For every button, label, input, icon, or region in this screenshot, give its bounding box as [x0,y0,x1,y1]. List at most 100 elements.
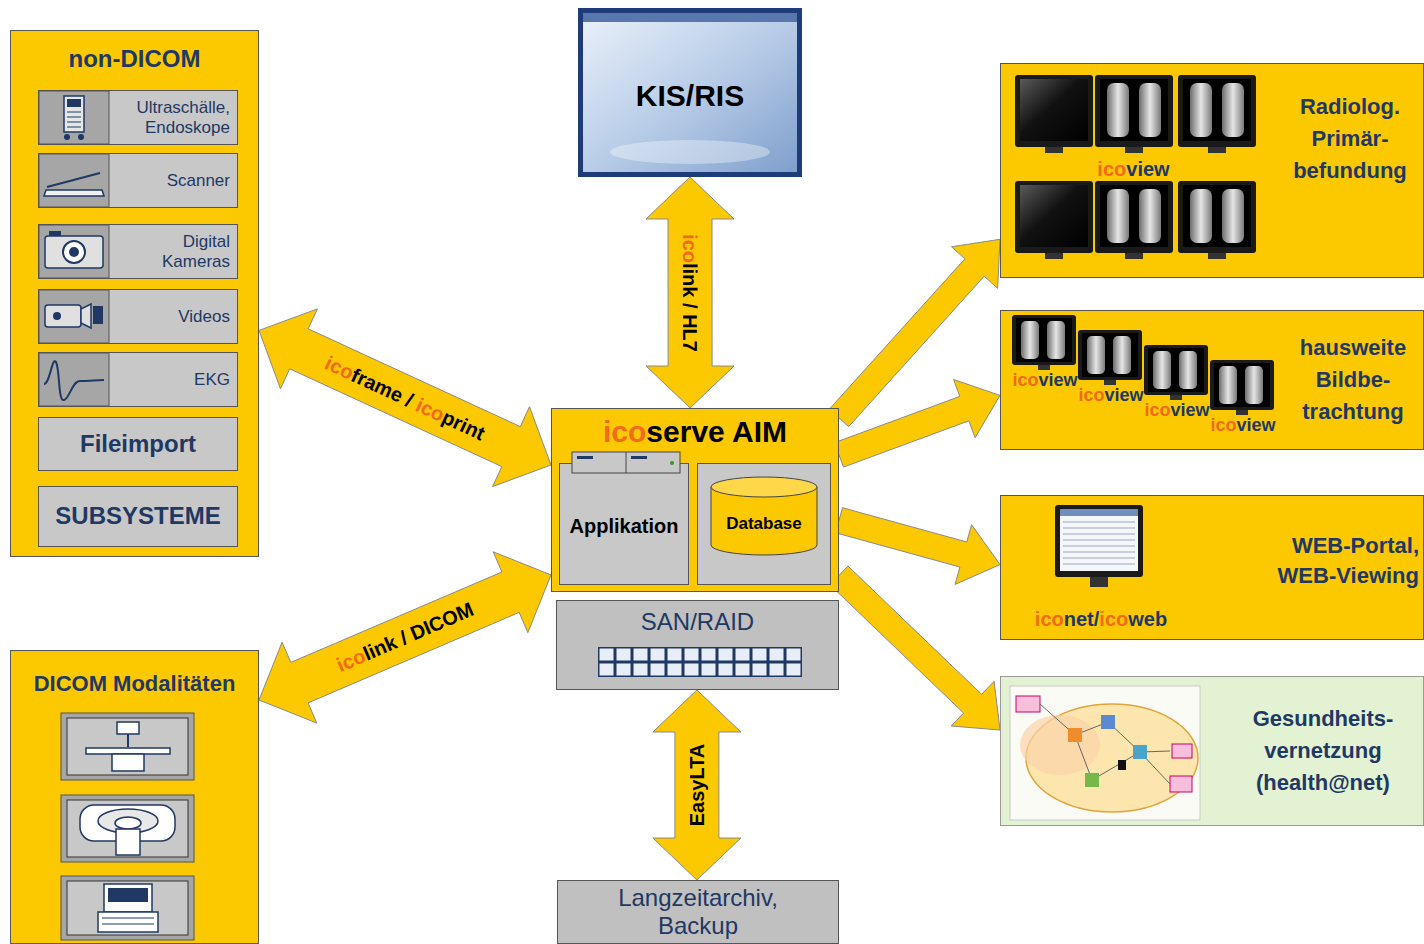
node-label: KIS/RIS [579,78,801,114]
viewer-panel: icoviewicoviewicoviewicoviewhausweite Bi… [1000,310,1424,450]
text-slot: iconet/icoweb [1016,607,1186,631]
text-part: Radiolog. Primär- befundung [1293,94,1407,183]
source-box: Fileimport [38,417,238,471]
text-part: Applikation [570,515,679,537]
node-label: icoview [1012,370,1078,392]
text-part: frame / [348,363,422,413]
node-label: hausweite Bildbe- trachtung [1283,332,1423,428]
text-part: Database [726,514,802,533]
text-part: view [1170,400,1209,420]
connector-label: icolink / HL7 [680,234,700,352]
node-label: icoview [1091,157,1176,181]
source-box: EKG [38,352,238,407]
text-part: non-DICOM [69,45,201,72]
text-part: SAN/RAID [641,608,754,635]
node-label: non-DICOM [11,45,258,74]
text-slot: DICOM Modalitäten [11,669,258,699]
text-part: web [1128,608,1167,630]
text-part: link / HL7 [679,262,701,351]
text-slot: KIS/RIS [579,71,801,121]
text-slot: WEB-Portal, WEB-Viewing [1239,516,1419,606]
node-label: Database [698,514,830,534]
node-label: Fileimport [39,430,237,459]
text-slot: Gesundheits- vernetzung (health@net) [1225,677,1421,825]
source-box: Videos [38,289,238,344]
database-box: Database [697,463,831,585]
text-part: Langzeitarchiv, Backup [618,884,778,939]
text-slot: icoview [1078,385,1144,407]
text-part: Digital Kameras [162,232,230,271]
text-slot: Database [698,510,830,538]
text-slot: Videos [120,290,230,343]
storage-box: SAN/RAID [556,600,839,690]
double-arrow [646,177,734,408]
arrow [836,508,1001,585]
viewer-panel: icoview Radiolog. Primär- befundung [1000,63,1424,278]
text-part: view [1038,370,1077,390]
text-part: WEB-Portal, WEB-Viewing [1278,533,1419,588]
node-label: Applikation [560,514,688,538]
network-panel: Gesundheits- vernetzung (health@net) [1000,676,1424,826]
archive-box: Langzeitarchiv, Backup [557,880,839,944]
source-box: Ultraschälle, Endoskope [38,90,238,145]
text-slot: SUBSYSTEME [39,487,237,546]
text-part: view [1104,385,1143,405]
text-slot: hausweite Bildbe- trachtung [1283,311,1423,449]
text-slot: icoview [1012,370,1078,392]
text-part: EasyLTA [686,744,708,827]
text-part: print [439,405,489,444]
node-label: Scanner [120,171,230,191]
text-slot: Langzeitarchiv, Backup [598,882,798,942]
text-slot: icoserve AIM [552,412,838,452]
text-slot: EKG [120,353,230,406]
text-part: KIS/RIS [636,79,744,112]
node-label: SUBSYSTEME [39,502,237,531]
double-arrow [653,690,741,880]
server-box: icoserve AIM Applikation Database [551,408,839,592]
text-part: view [1126,158,1169,180]
node-label: WEB-Portal, WEB-Viewing [1239,531,1419,591]
node-label: Radiolog. Primär- befundung [1278,91,1422,187]
text-part: ico [603,415,646,448]
text-slot: Digital Kameras [120,225,230,278]
text-part: Ultraschälle, Endoskope [136,98,230,137]
text-part: ico [1078,385,1104,405]
text-part: DICOM Modalitäten [34,671,236,696]
text-part: hausweite Bildbe- trachtung [1300,335,1406,424]
connector-label: icolink / DICOM [334,599,477,675]
text-slot: SAN/RAID [557,606,838,638]
node-label: icoserve AIM [552,414,838,450]
group-panel: DICOM Modalitäten [10,650,259,944]
text-slot: icoview [1210,415,1276,437]
text-part: ico [1144,400,1170,420]
arrow [830,566,1000,730]
system-box: KIS/RIS [578,8,802,177]
text-part: ico [1097,158,1126,180]
double-arrow [259,552,551,723]
arrow [835,380,1001,468]
text-part: link / DICOM [360,598,477,665]
text-part: ico [1012,370,1038,390]
text-slot: icoview [1091,157,1176,181]
node-label: icoview [1144,400,1210,422]
node-label: EKG [120,370,230,390]
source-box: Scanner [38,153,238,208]
text-part: net/ [1064,608,1100,630]
text-part: Fileimport [80,430,196,457]
node-label: Ultraschälle, Endoskope [120,98,230,137]
text-part: EKG [194,370,230,389]
text-part: serve AIM [646,415,787,448]
text-slot: icoview [1144,400,1210,422]
text-slot: Radiolog. Primär- befundung [1278,64,1422,214]
double-arrow [259,309,551,487]
text-slot: Applikation [560,504,688,548]
node-label: SAN/RAID [557,608,838,637]
node-label: DICOM Modalitäten [11,671,258,697]
text-part: ico [1210,415,1236,435]
text-part: ico [679,234,701,263]
text-part: view [1236,415,1275,435]
node-label: Gesundheits- vernetzung (health@net) [1225,703,1421,799]
node-label: icoview [1210,415,1276,437]
